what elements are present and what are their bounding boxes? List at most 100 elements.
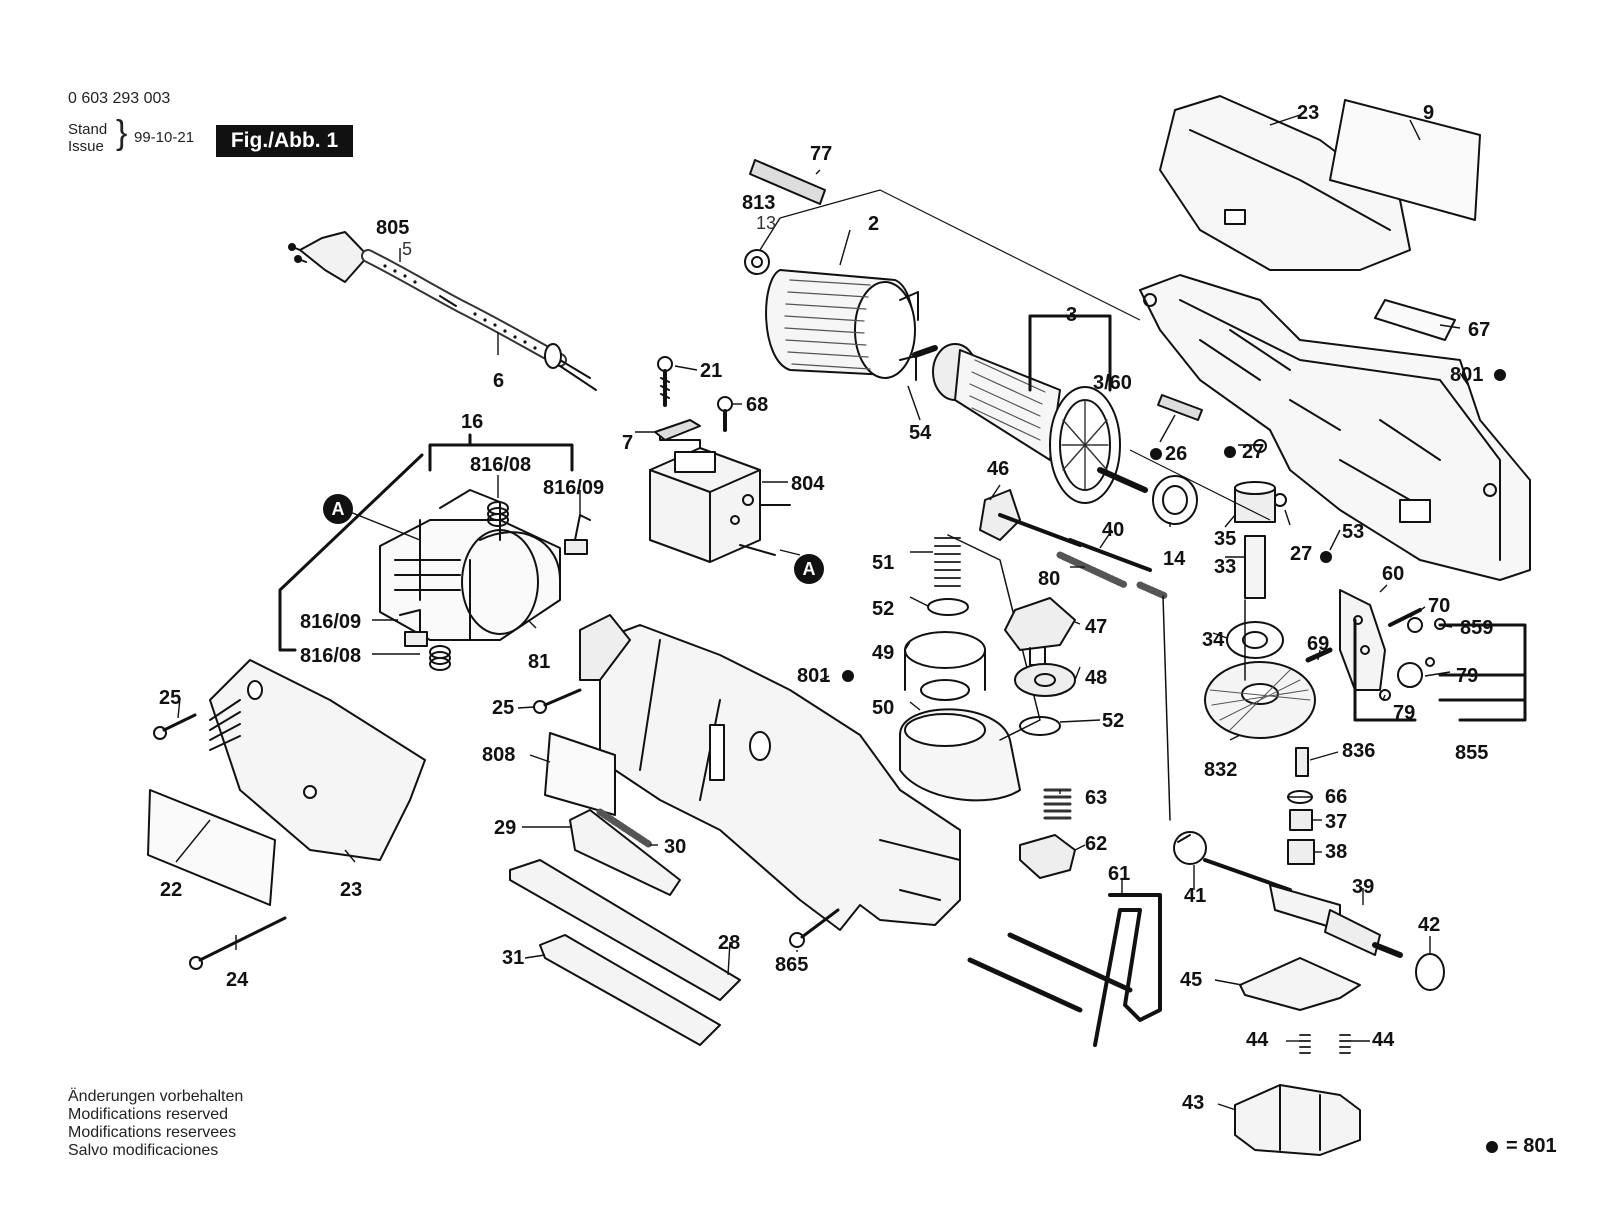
spring-51 — [934, 537, 961, 587]
plate-62 — [1019, 834, 1076, 879]
legend-text: = 801 — [1506, 1135, 1557, 1157]
part-label: 865 — [775, 954, 809, 976]
spindle-33 — [1244, 535, 1266, 599]
part-label: 77 — [810, 143, 833, 165]
gear-housing — [1139, 274, 1531, 581]
part-label: 67 — [1468, 319, 1491, 341]
part-label: 39 — [1352, 876, 1375, 898]
footer-note: Modifications reserved — [68, 1106, 229, 1123]
part-label: 816/09 — [543, 477, 605, 499]
part-label: 37 — [1325, 811, 1348, 833]
brush-bar — [749, 159, 826, 205]
part-label: 26 — [1165, 443, 1188, 465]
part-label: 816/08 — [470, 454, 532, 476]
part-label: 70 — [1428, 595, 1451, 617]
part-label: 836 — [1342, 740, 1376, 762]
part-label: 40 — [1102, 519, 1125, 541]
pendulum-lever — [1339, 589, 1386, 691]
part-label: 60 — [1382, 563, 1405, 585]
screw — [717, 396, 733, 432]
part-label: 46 — [987, 458, 1010, 480]
label-plate — [1329, 99, 1481, 221]
stand-label: Stand — [68, 121, 108, 138]
connector-marker-a: A — [323, 494, 353, 524]
part-label: 29 — [494, 817, 517, 839]
armature — [912, 343, 1148, 504]
part-label: 21 — [700, 360, 723, 382]
brace-glyph: } — [116, 114, 128, 152]
part-label: 28 — [718, 932, 741, 954]
label-strip — [1374, 299, 1456, 341]
base-plate-31 — [539, 934, 721, 1046]
part-label: 805 — [376, 217, 410, 239]
part-label: 23 — [340, 879, 363, 901]
legend-dot-icon — [1320, 551, 1332, 563]
gear-cup — [899, 708, 1021, 802]
part-label: 27 — [1242, 441, 1265, 463]
legend-dot-icon — [1150, 448, 1162, 460]
screw-24 — [189, 916, 287, 970]
bushing-38 — [1287, 839, 1315, 865]
drawing-number: 0 603 293 003 — [68, 90, 171, 107]
screw-865 — [789, 908, 840, 948]
part-label: 42 — [1418, 914, 1441, 936]
clamp-lever — [1093, 893, 1162, 1047]
ball-41 — [1173, 831, 1207, 865]
part-label: 50 — [872, 697, 895, 719]
motor-housing — [599, 624, 961, 931]
switch-plate — [654, 419, 701, 441]
part-label: 9 — [1423, 102, 1435, 124]
legend-dot-icon — [842, 670, 854, 682]
brush-holder-assembly — [379, 489, 561, 641]
part-label: 34 — [1202, 629, 1225, 651]
part-label: 808 — [482, 744, 516, 766]
small-bearing — [744, 249, 770, 275]
part-label: 52 — [1102, 710, 1125, 732]
stator — [765, 269, 919, 381]
screw-25 — [533, 688, 582, 714]
part-label: 44 — [1372, 1029, 1395, 1051]
part-label: 816/08 — [300, 645, 362, 667]
label-808 — [544, 732, 616, 816]
part-label: 14 — [1163, 548, 1186, 570]
part-label: 45 — [1180, 969, 1203, 991]
part-label: 81 — [528, 651, 551, 673]
needle-bearing — [1234, 481, 1276, 523]
part-label: 13 — [756, 213, 777, 233]
part-label: 52 — [872, 598, 895, 620]
part-label: 66 — [1325, 786, 1348, 808]
issue-label: Issue — [68, 138, 104, 155]
brush-spring — [429, 501, 509, 671]
footer-note: Änderungen vorbehalten — [68, 1088, 244, 1105]
part-label: 79 — [1393, 702, 1416, 724]
part-label: 816/09 — [300, 611, 362, 633]
part-label: 3 — [1066, 304, 1078, 326]
spring-30 — [596, 808, 654, 849]
spring-long — [1056, 551, 1129, 589]
part-label: 79 — [1456, 665, 1479, 687]
ring-42 — [1415, 953, 1445, 991]
pin-836 — [1295, 747, 1309, 777]
part-label: 51 — [872, 552, 895, 574]
part-label: 53 — [1342, 521, 1365, 543]
part-label: 804 — [791, 473, 825, 495]
part-label: 31 — [502, 947, 525, 969]
part-label: 22 — [160, 879, 183, 901]
part-label: 859 — [1460, 617, 1494, 639]
part-label: 48 — [1085, 667, 1108, 689]
part-label: 801 — [797, 665, 831, 687]
part-label: 69 — [1307, 633, 1330, 655]
label-22 — [147, 789, 276, 906]
part-label: 5 — [402, 239, 413, 259]
part-label: 24 — [226, 969, 249, 991]
carbon-brush — [399, 514, 591, 647]
legend-dot-icon — [1486, 1141, 1498, 1153]
part-label: 25 — [492, 697, 515, 719]
slide-29 — [569, 809, 681, 896]
figure-label: Fig./Abb. 1 — [216, 125, 353, 157]
shim-plate — [1157, 394, 1203, 421]
connector-marker-a: A — [794, 554, 824, 584]
part-label: 25 — [159, 687, 182, 709]
